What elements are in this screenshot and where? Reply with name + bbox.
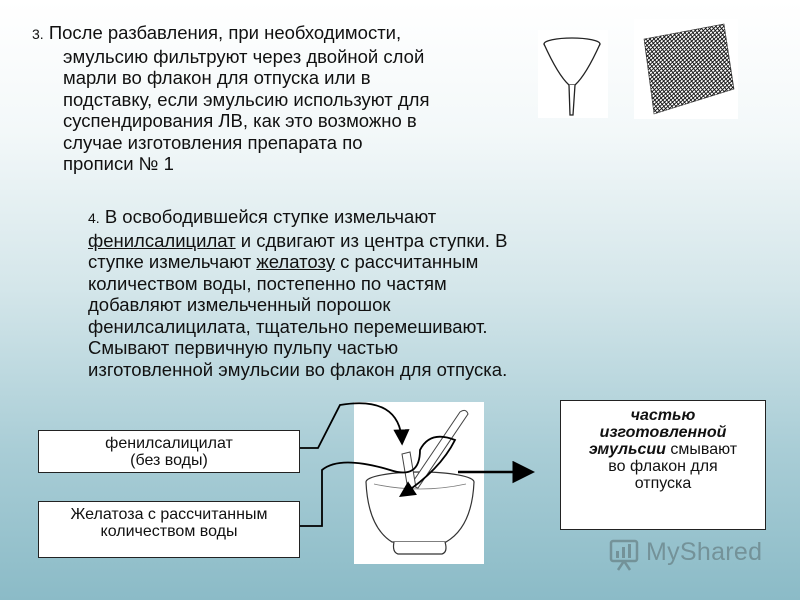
result-box: частью изготовленной эмульсии смывают во… [560, 400, 766, 530]
gelatin-note: количеством воды [100, 523, 238, 540]
result-emphasis: эмульсии [588, 441, 666, 458]
result-line: отпуска [634, 475, 692, 492]
step-4-line: изготовленной эмульсии во флакон для отп… [88, 358, 508, 380]
gelatin-label: Желатоза с рассчитанным [70, 506, 268, 523]
step-4-line: фенилсалицилата, тщательно перемешивают. [88, 315, 488, 337]
step-3-first-line: После разбавления, при необходимости, [48, 22, 402, 43]
step-3-line: эмульсию фильтруют через двойной слой [63, 45, 425, 67]
step-3-line: марли во флакон для отпуска или в [63, 67, 371, 88]
gauze-icon [643, 23, 735, 115]
result-tail: смывают [665, 441, 738, 458]
mortar-icon [365, 409, 475, 555]
phenyl-arrow [300, 402, 410, 449]
phenylsalicylate-note: (без воды) [130, 452, 208, 469]
myshared-logo-icon [609, 539, 639, 571]
step-4-line: В освободившейся ступке измельчают [104, 206, 437, 227]
step-4-line: количеством воды, постепенно по частям [88, 272, 447, 294]
step-4-number: 4. [88, 210, 100, 226]
step-4-line-text: с рассчитанным [334, 251, 479, 272]
phenylsalicylate-box: фенилсалицилат (без воды) [38, 430, 300, 473]
result-emphasis: частью [630, 407, 696, 424]
phenyl-underlined: фенилсалицилат [88, 229, 236, 251]
gelatin-box: Желатоза с рассчитанным количеством воды [38, 501, 300, 558]
watermark-text: MyShared [646, 538, 763, 566]
funnel-image [538, 30, 608, 118]
result-emphasis: изготовленной [599, 424, 727, 441]
result-line: эмульсии смывают [561, 441, 765, 458]
result-line: во флакон для [608, 458, 718, 475]
funnel-icon [543, 37, 601, 116]
step-4-line: ступке измельчают желатозу с рассчитанны… [88, 251, 608, 273]
step-3-paragraph: 3. После разбавления, при необходимости,… [32, 22, 532, 175]
step-4-line-text: и сдвигают из центра ступки. В [235, 229, 508, 251]
step-4-line-text: ступке измельчают [88, 251, 257, 272]
gelatin-underlined: желатозу [256, 251, 335, 272]
step-3-line: суспендирования ЛВ, как это возможно в [63, 110, 417, 131]
step-3-line: прописи № 1 [63, 153, 174, 174]
step-4-line: Смывают первичную пульпу частью [88, 337, 399, 358]
step-3-line: подставку, если эмульсию используют для [63, 88, 430, 110]
step-4-line: фенилсалицилат и сдвигают из центра ступ… [88, 230, 608, 252]
step-4-paragraph: 4. В освободившейся ступке измельчают фе… [88, 206, 608, 380]
step-3-number: 3. [32, 26, 44, 42]
myshared-watermark: MyShared [608, 536, 768, 572]
step-3-line: случае изготовления препарата по [63, 131, 363, 153]
gauze-image [634, 19, 738, 119]
step-4-line: добавляют измельченный порошок [88, 294, 391, 315]
phenylsalicylate-label: фенилсалицилат [105, 435, 233, 452]
gelatin-arrow [300, 435, 457, 527]
